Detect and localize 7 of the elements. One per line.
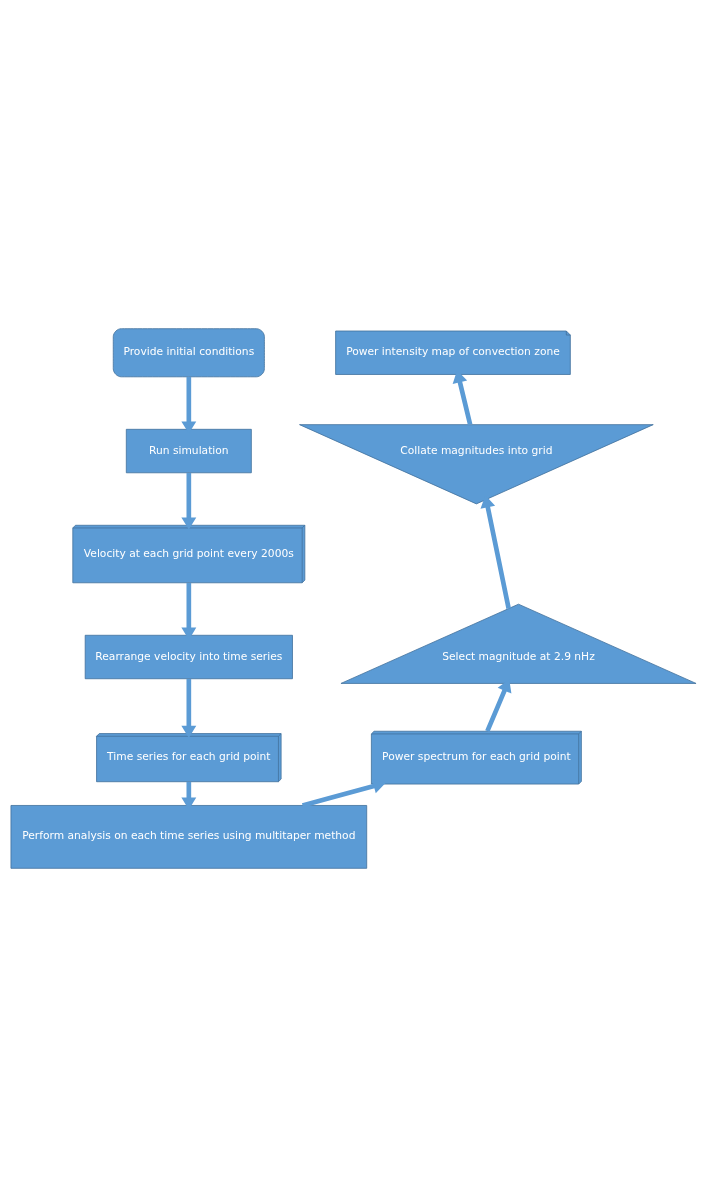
arrow [181,473,197,530]
node-box: Provide initial conditions [112,328,265,378]
node-box: Run simulation [125,428,252,474]
arrow [181,679,197,738]
node-box: Rearrange velocity into time series [84,634,293,680]
arrow [480,495,511,609]
node-box: Perform analysis on each time series using multitaper method [10,805,368,869]
